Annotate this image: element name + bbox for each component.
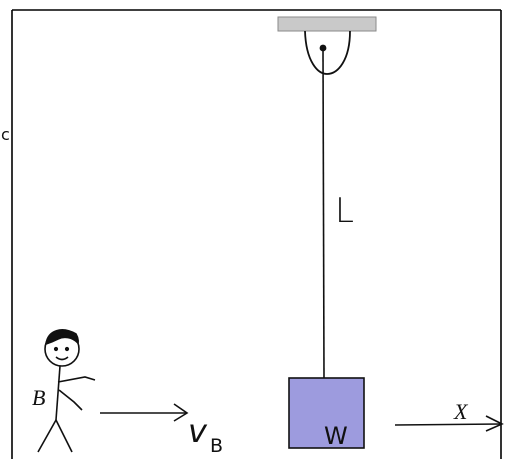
block	[288, 377, 365, 449]
velocity-subscript: B	[210, 435, 223, 457]
person-figure	[37, 329, 96, 453]
pivot-point	[319, 44, 327, 52]
ceiling-support	[277, 16, 377, 75]
person-leg-left	[37, 419, 57, 453]
person-body	[55, 365, 61, 421]
pendulum-string	[322, 49, 325, 379]
edge-mark: c	[1, 125, 10, 144]
person-arm-upper	[57, 376, 96, 383]
block-label: W	[324, 422, 348, 450]
diagram-frame	[11, 9, 502, 459]
pivot-bracket	[304, 30, 351, 75]
person-arm-lower	[58, 389, 83, 411]
length-label: L	[335, 191, 354, 231]
x-direction-arrow	[394, 415, 504, 432]
person-hair	[45, 329, 79, 346]
axis-label: X	[453, 399, 469, 424]
person-leg-right	[55, 419, 73, 453]
person-label: B	[32, 385, 45, 410]
velocity-label: v	[188, 412, 208, 450]
velocity-arrow	[100, 403, 189, 422]
